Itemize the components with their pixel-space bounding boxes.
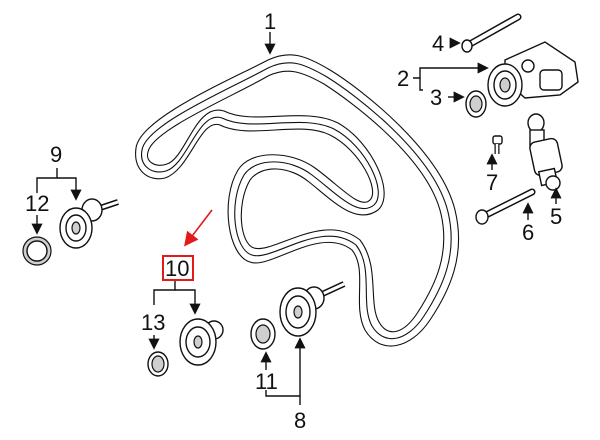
pulley-cap-upper	[22, 236, 52, 266]
tensioner-damper	[527, 113, 563, 191]
idler-pulley-upper	[59, 198, 119, 249]
callout-1: 1	[264, 9, 276, 34]
callout-5: 5	[550, 204, 562, 229]
damper-bolt	[492, 135, 503, 154]
callout-6: 6	[522, 220, 534, 245]
highlight-arrow	[184, 209, 213, 247]
belt-tensioner	[487, 41, 579, 107]
tensioner-cap	[465, 90, 487, 118]
idler-pulley-lower	[179, 318, 224, 366]
callout-13: 13	[141, 310, 165, 335]
long-bolt	[475, 188, 536, 225]
tensioner-bolt	[461, 13, 522, 53]
serpentine-belt	[135, 54, 460, 347]
pulley-washer-center	[250, 318, 276, 350]
callout-7: 7	[486, 170, 498, 195]
idler-pulley-center	[279, 281, 346, 337]
leader-lines	[31, 32, 562, 405]
callout-9: 9	[50, 142, 62, 167]
pulley-cap-lower	[147, 351, 169, 377]
callout-3: 3	[430, 85, 442, 110]
callout-4: 4	[432, 31, 444, 56]
callout-11: 11	[255, 369, 278, 394]
callout-10: 10	[165, 256, 189, 281]
callout-8: 8	[294, 408, 306, 433]
callout-2: 2	[397, 66, 409, 91]
callout-12: 12	[25, 191, 49, 216]
highlight-box	[162, 255, 194, 281]
